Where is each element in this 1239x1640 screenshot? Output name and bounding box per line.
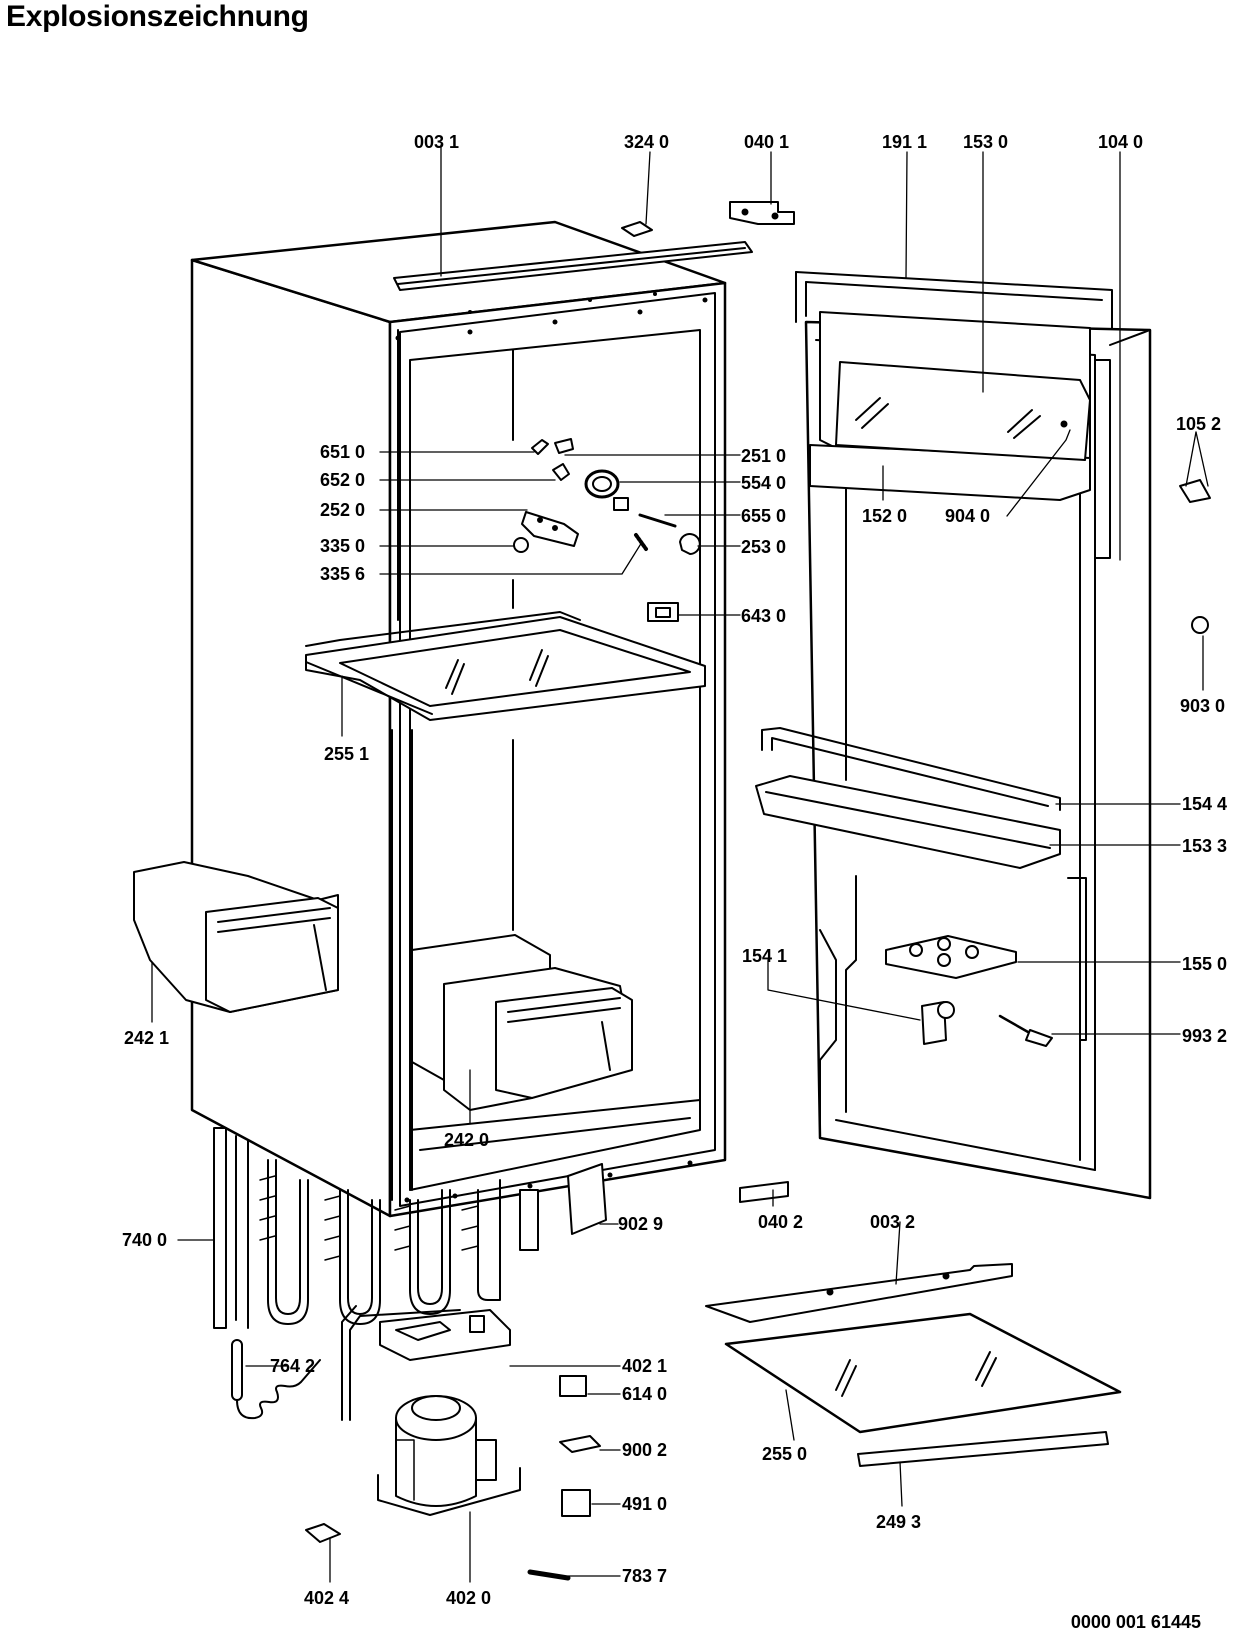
label-993-2: 993 2 [1182,1026,1227,1046]
label-191-1: 191 1 [882,132,927,152]
crisper-drawer-inner [411,934,633,1111]
leader-lines [151,144,1209,1583]
label-003-1: 003 1 [414,132,459,152]
egg-tray [885,935,1017,979]
label-402-4: 402 4 [304,1588,349,1608]
part-labels: 003 1 324 0 040 1 191 1 153 0 104 0 105 … [122,132,1227,1608]
crisper-drawer-left [133,861,339,1013]
label-242-1: 242 1 [124,1028,169,1048]
label-740-0: 740 0 [122,1230,167,1250]
label-402-0: 402 0 [446,1588,491,1608]
label-655-0: 655 0 [741,506,786,526]
label-652-0: 652 0 [320,470,365,490]
trim-strip [857,1431,1109,1467]
door-small-parts [921,479,1211,1047]
label-324-0: 324 0 [624,132,669,152]
lamp-assembly [513,438,701,622]
label-402-1: 402 1 [622,1356,667,1376]
top-rail [393,241,753,291]
label-251-0: 251 0 [741,446,786,466]
label-253-0: 253 0 [741,537,786,557]
label-783-7: 783 7 [622,1566,667,1586]
label-764-2: 764 2 [270,1356,315,1376]
label-104-0: 104 0 [1098,132,1143,152]
label-255-0: 255 0 [762,1444,807,1464]
label-249-3: 249 3 [876,1512,921,1532]
label-491-0: 491 0 [622,1494,667,1514]
label-154-4: 154 4 [1182,794,1227,814]
label-252-0: 252 0 [320,500,365,520]
hinge-top [729,201,795,225]
label-153-0: 153 0 [963,132,1008,152]
label-904-0: 904 0 [945,506,990,526]
label-255-1: 255 1 [324,744,369,764]
compressor [341,1305,521,1516]
bottom-cover-strip [705,1263,1013,1323]
glass-shelf-lower [724,1312,1122,1434]
label-554-0: 554 0 [741,473,786,493]
label-242-0: 242 0 [444,1130,489,1150]
label-335-6: 335 6 [320,564,365,584]
label-643-0: 643 0 [741,606,786,626]
label-040-2: 040 2 [758,1212,803,1232]
compressor-tray [379,1309,511,1361]
label-105-2: 105 2 [1176,414,1221,434]
label-003-2: 003 2 [870,1212,915,1232]
label-651-0: 651 0 [320,442,365,462]
door-shelf [755,775,1061,869]
small-parts [305,1163,789,1581]
drier [231,1339,321,1420]
label-335-0: 335 0 [320,536,365,556]
page-title: Explosionszeichnung [6,0,309,33]
label-155-0: 155 0 [1182,954,1227,974]
document-number: 0000 001 61445 [1070,1612,1201,1632]
label-614-0: 614 0 [622,1384,667,1404]
condenser-coil [213,1127,539,1329]
label-902-9: 902 9 [618,1214,663,1234]
door-dairy-compartment [809,311,1091,501]
door-bottle-rail [761,727,1061,811]
label-900-2: 900 2 [622,1440,667,1460]
label-903-0: 903 0 [1180,696,1225,716]
label-154-1: 154 1 [742,946,787,966]
label-040-1: 040 1 [744,132,789,152]
label-152-0: 152 0 [862,506,907,526]
clip-part [621,221,653,237]
label-153-3: 153 3 [1182,836,1227,856]
glass-shelf-upper [305,611,706,721]
